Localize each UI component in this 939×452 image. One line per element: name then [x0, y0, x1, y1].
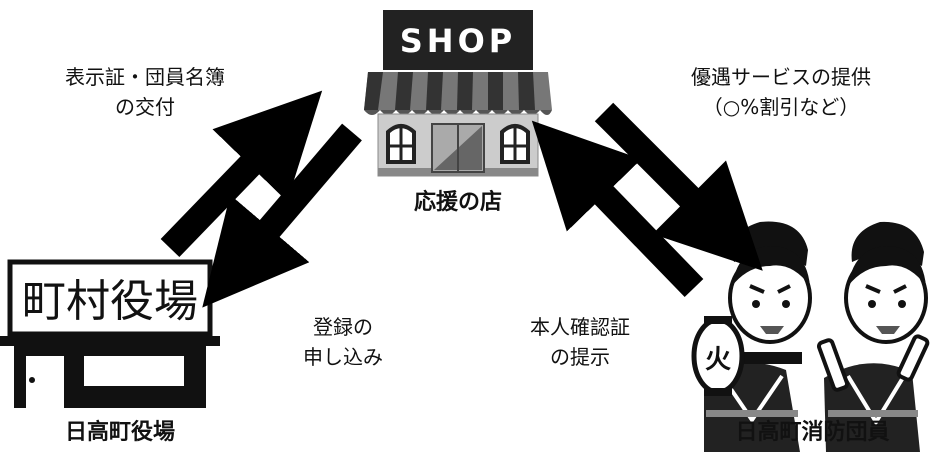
firefighter-left: 火	[691, 221, 812, 452]
town-office-icon: 町村役場	[0, 259, 220, 408]
flow-label-shop-to-office: 登録の 申し込み	[303, 315, 383, 369]
firefighters-icon: 火	[691, 221, 930, 452]
shop-icon: SHOP	[364, 10, 552, 177]
town-office-label: 日高町役場	[64, 420, 175, 445]
shop-door	[431, 123, 485, 173]
shop-window-right	[500, 124, 530, 164]
lantern-icon: 火	[691, 316, 745, 396]
flow-label-fire-to-shop: 本人確認証 の提示	[530, 315, 630, 369]
shop-sign-text: SHOP	[400, 22, 516, 60]
firefighters-label: 日高町消防団員	[735, 420, 890, 445]
town-office-sign-text: 町村役場	[22, 276, 198, 327]
nozzle-icon	[816, 334, 930, 392]
arrow-fire-to-shop	[531, 120, 704, 298]
shop-label: 応援の店	[413, 190, 502, 215]
shop-window-left	[386, 124, 416, 164]
flow-label-office-to-shop: 表示証・団員名簿 の交付	[65, 65, 225, 119]
arrow-shop-to-office	[202, 123, 362, 308]
flow-label-shop-to-fire: 優遇サービスの提供 （○%割引など）	[691, 65, 871, 119]
shop-awning	[364, 72, 552, 115]
lantern-char: 火	[705, 345, 731, 375]
arrow-office-to-shop	[160, 90, 323, 258]
firefighter-right	[816, 221, 930, 452]
